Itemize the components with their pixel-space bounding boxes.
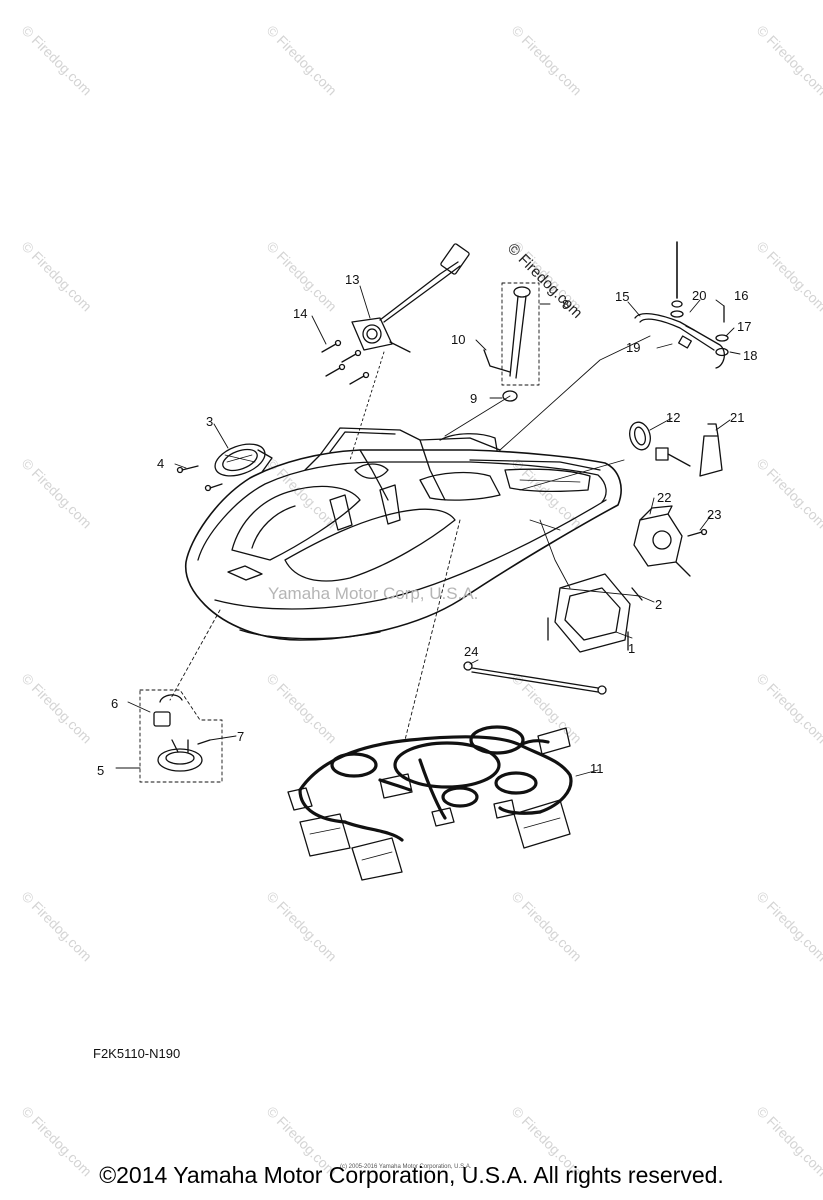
callout-6: 6 [111, 696, 118, 711]
callout-16: 16 [734, 288, 748, 303]
callout-21: 21 [730, 410, 744, 425]
callout-24: 24 [464, 644, 478, 659]
part-8-tube-assembly [483, 282, 540, 402]
callout-5: 5 [97, 763, 104, 778]
callout-13: 13 [345, 272, 359, 287]
boat-hull [184, 427, 622, 641]
part-5-plug-assembly [139, 689, 223, 783]
part-3-speaker [214, 443, 273, 477]
callout-20: 20 [692, 288, 706, 303]
callout-11: 11 [590, 761, 604, 776]
leader-lines [115, 285, 741, 777]
callout-19: 19 [626, 340, 640, 355]
callout-22: 22 [657, 490, 671, 505]
callout-12: 12 [666, 410, 680, 425]
callout-8: 8 [562, 297, 569, 312]
callout-3: 3 [206, 414, 213, 429]
callout-10: 10 [451, 332, 465, 347]
callout-9: 9 [470, 391, 477, 406]
part-22-actuator [633, 505, 708, 577]
tiny-copyright: (c) 2005-2016 Yamaha Motor Corporation, … [340, 1164, 472, 1170]
part-14-screws [321, 339, 370, 385]
callout-2: 2 [655, 597, 662, 612]
callout-4: 4 [157, 456, 164, 471]
callout-23: 23 [707, 507, 721, 522]
part-24-rod [463, 661, 607, 695]
part-11-wire-harness [298, 725, 573, 842]
part-11-connectors [287, 727, 571, 881]
callout-14: 14 [293, 306, 307, 321]
callout-18: 18 [743, 348, 757, 363]
part-4-screw [176, 465, 223, 492]
part-13-mount-plate [351, 243, 470, 353]
callout-15: 15 [615, 289, 629, 304]
part-21-sensor [629, 421, 723, 477]
callout-7: 7 [237, 729, 244, 744]
part-15-handrail [634, 241, 729, 369]
center-watermark: Yamaha Motor Corp, U.S.A. [268, 584, 479, 603]
callout-17: 17 [737, 319, 751, 334]
diagram-code: F2K5110-N190 [93, 1046, 181, 1061]
callout-1: 1 [628, 641, 635, 656]
copyright-footer: ©2014 Yamaha Motor Corporation, U.S.A. A… [99, 1162, 724, 1188]
